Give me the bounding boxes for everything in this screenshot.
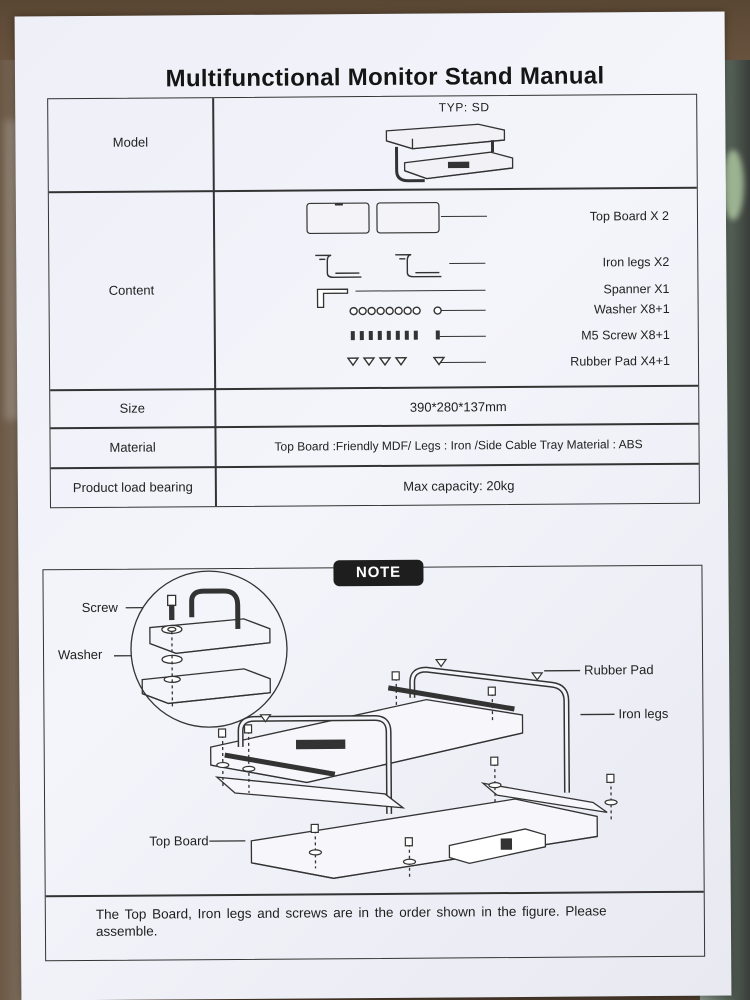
assembly-note: NOTE Screw Washer Rubber Pad Iron legs T… [42, 559, 706, 962]
manual-sheet: Multifunctional Monitor Stand Manual Mod… [14, 11, 732, 1000]
part-spanner: Spanner X1 [603, 281, 670, 297]
top-board-icon [306, 201, 440, 235]
washer-icon [349, 306, 442, 316]
part-rubber-pad: Rubber Pad X4+1 [570, 353, 671, 369]
part-washer: Washer X8+1 [593, 301, 670, 317]
manual-title: Multifunctional Monitor Stand Manual [165, 62, 605, 93]
content-label: Content [108, 282, 155, 298]
row-divider [50, 422, 699, 429]
light-glare [722, 150, 744, 220]
row-divider [48, 186, 697, 193]
screw-icon [350, 330, 440, 341]
assembly-diagram [114, 570, 618, 879]
load-value: Max capacity: 20kg [403, 478, 515, 494]
size-value: 390*280*137mm [409, 399, 507, 415]
part-iron-legs: Iron legs X2 [602, 254, 670, 270]
iron-leg-icon [315, 254, 442, 278]
load-label: Product load bearing [72, 479, 193, 496]
monitor-stand-icon [385, 123, 514, 183]
spanner-icon [316, 288, 349, 309]
size-label: Size [119, 400, 146, 416]
rubber-pad-icon [346, 356, 446, 367]
part-top-board: Top Board X 2 [589, 208, 670, 224]
material-value: Top Board :Friendly MDF/ Legs : Iron /Si… [274, 437, 643, 454]
row-divider [50, 462, 699, 469]
assembly-instruction: The Top Board, Iron legs and screws are … [95, 903, 607, 939]
part-screw: M5 Screw X8+1 [581, 327, 670, 343]
model-value: TYP: SD [438, 100, 490, 115]
model-label: Model [112, 134, 149, 150]
parts-leader-lines [355, 215, 487, 364]
material-label: Material [109, 439, 156, 455]
spec-table: Model TYP: SD Content [47, 93, 700, 509]
